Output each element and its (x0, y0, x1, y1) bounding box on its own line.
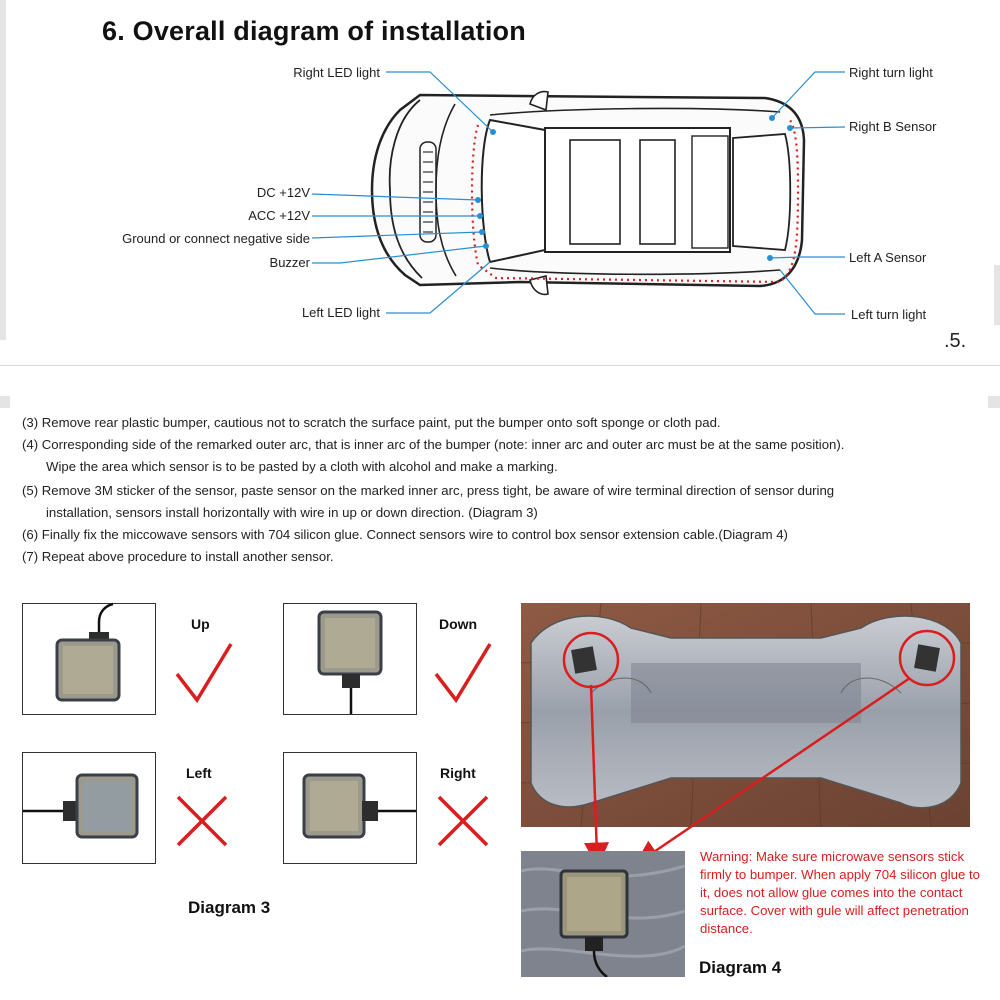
label-left-turn-light: Left turn light (851, 307, 927, 322)
label-left-led-light: Left LED light (301, 305, 380, 320)
step-4-cont: Wipe the area which sensor is to be past… (46, 459, 558, 474)
sensor-down-photo (283, 603, 417, 715)
step-5: (5) Remove 3M sticker of the sensor, pas… (22, 483, 835, 498)
step-5-cont: installation, sensors install horizontal… (46, 505, 538, 520)
cross-icon (176, 795, 228, 847)
label-left-a-sensor: Left A Sensor (849, 250, 927, 265)
page-number: .5. (944, 330, 967, 352)
orientation-down-label: Down (439, 616, 478, 632)
step-7: (7) Repeat above procedure to install an… (22, 549, 334, 564)
label-dc-12v: DC +12V (256, 185, 310, 200)
diagram-3-title: Diagram 3 (188, 898, 271, 917)
check-icon (175, 643, 233, 704)
left-page-edge-2 (0, 396, 10, 408)
orientation-up-label: Up (191, 616, 210, 632)
step-3: (3) Remove rear plastic bumper, cautious… (22, 415, 721, 430)
step-4: (4) Corresponding side of the remarked o… (22, 437, 845, 452)
diagram-4-title: Diagram 4 (699, 958, 782, 977)
section-title: 6. Overall diagram of installation (102, 16, 526, 46)
check-icon (434, 643, 492, 704)
cross-icon (437, 795, 489, 847)
right-page-edge-2 (994, 265, 1000, 325)
orientation-right-label: Right (440, 765, 476, 781)
label-acc-12v: ACC +12V (248, 208, 310, 223)
label-right-led-light: Right LED light (293, 65, 380, 80)
orientation-left-label: Left (186, 765, 212, 781)
car-diagram (311, 71, 846, 315)
label-right-turn-light: Right turn light (849, 65, 933, 80)
warning-text: Warning: Make sure microwave sensors sti… (700, 849, 981, 936)
sensor-left-photo (22, 752, 156, 864)
sensor-right-photo (283, 752, 417, 864)
label-buzzer: Buzzer (269, 255, 310, 270)
sensor-closeup-photo (521, 851, 685, 977)
right-page-edge (988, 396, 1000, 408)
sensor-up-photo (22, 602, 156, 715)
left-page-edge (0, 0, 6, 340)
label-ground: Ground or connect negative side (122, 231, 310, 246)
step-6: (6) Finally fix the miccowave sensors wi… (22, 527, 788, 542)
page-divider (0, 365, 1000, 366)
label-right-b-sensor: Right B Sensor (849, 119, 937, 134)
